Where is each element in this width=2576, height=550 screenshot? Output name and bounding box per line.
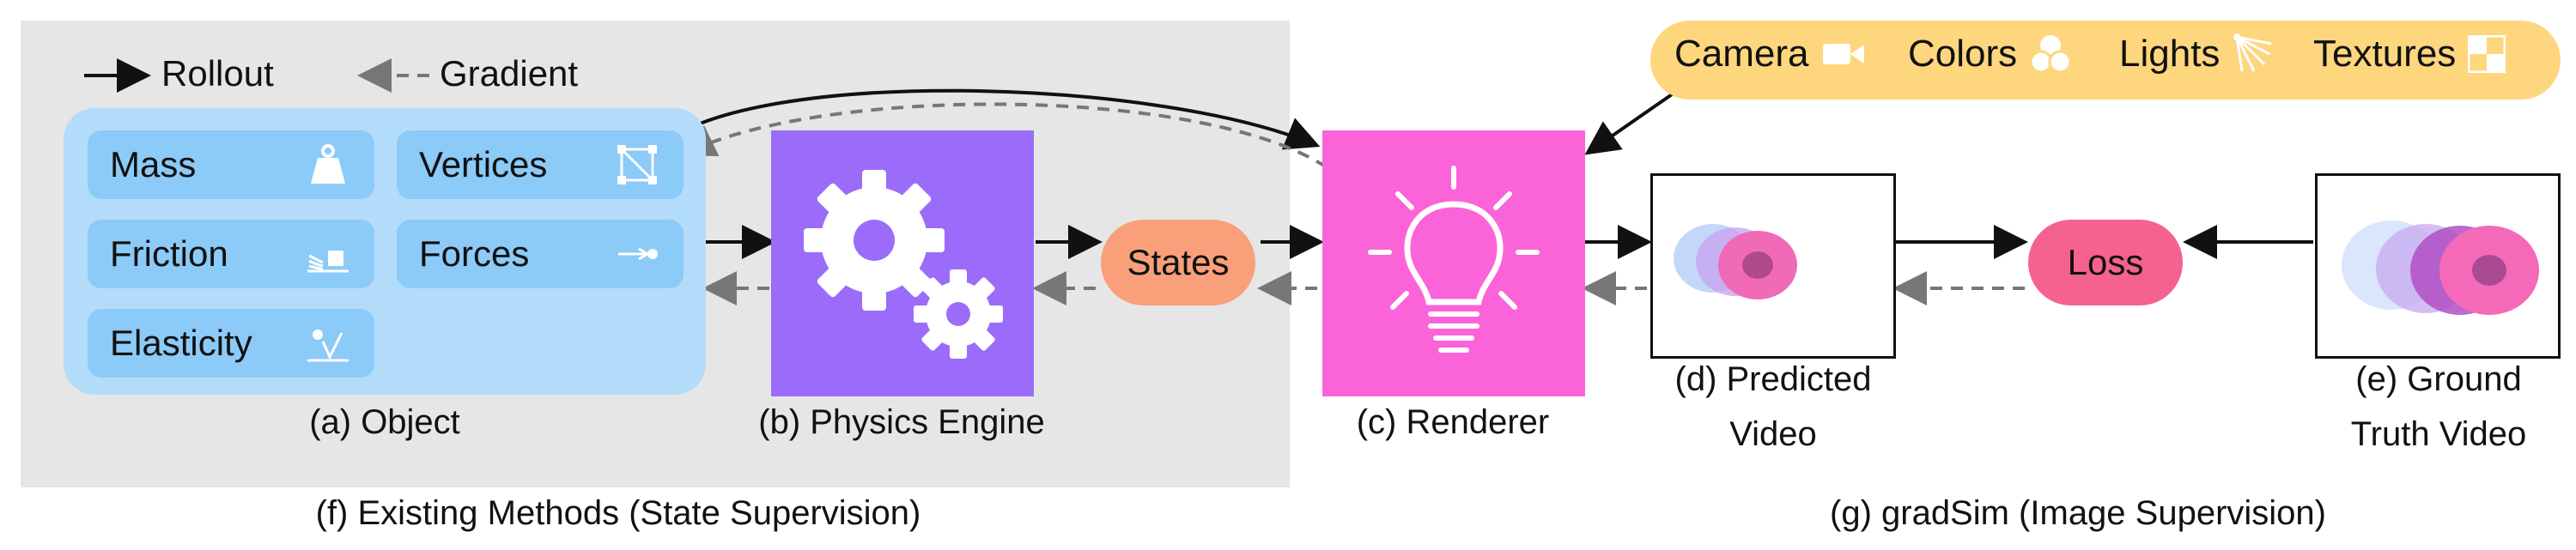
render-param-label: Colors bbox=[1908, 33, 2018, 75]
render-param-label: Textures bbox=[2313, 33, 2457, 75]
property-label: Mass bbox=[110, 144, 197, 184]
render-param-label: Lights bbox=[2119, 33, 2221, 75]
checker-texture-icon bbox=[2468, 35, 2506, 73]
bounce-icon bbox=[307, 329, 349, 362]
force-arrow-icon bbox=[618, 247, 658, 261]
predicted-video-caption-2: Video bbox=[1729, 415, 1817, 453]
loss-pill: Loss bbox=[2028, 220, 2183, 305]
ground-truth-video-frame bbox=[2315, 173, 2561, 359]
friction-icon bbox=[307, 251, 349, 273]
property-mass: Mass bbox=[88, 130, 374, 199]
renderer-caption: (c) Renderer bbox=[1356, 403, 1550, 441]
ground-truth-caption-1: (e) Ground bbox=[2355, 360, 2522, 398]
colors-icon bbox=[2029, 35, 2072, 74]
gradient-curve-renderer-to-vertices bbox=[680, 102, 1328, 169]
existing-methods-caption: (f) Existing Methods (State Supervision) bbox=[315, 494, 921, 532]
render-params-pill bbox=[1650, 21, 2561, 100]
property-vertices: Vertices bbox=[397, 130, 683, 199]
predicted-gear-thumbnail bbox=[1674, 224, 1797, 299]
property-label: Elasticity bbox=[110, 323, 252, 363]
render-param-colors: Colors bbox=[1908, 33, 2072, 76]
legend-gradient-label: Gradient bbox=[440, 53, 579, 94]
render-params-to-renderer bbox=[1584, 91, 1676, 155]
predicted-video-frame bbox=[1650, 173, 1896, 359]
property-friction: Friction bbox=[88, 220, 374, 288]
render-param-camera: Camera bbox=[1674, 33, 1866, 76]
states-label: States bbox=[1127, 242, 1230, 282]
rollout-curve-object-to-renderer bbox=[661, 88, 1321, 150]
predicted-video-caption-1: (d) Predicted bbox=[1674, 360, 1872, 398]
render-param-label: Camera bbox=[1674, 33, 1809, 75]
ground-truth-gear-thumbnail bbox=[2342, 221, 2539, 315]
property-elasticity: Elasticity bbox=[88, 309, 374, 378]
loss-label: Loss bbox=[2067, 242, 2144, 282]
physics-engine-caption: (b) Physics Engine bbox=[758, 403, 1045, 441]
property-label: Friction bbox=[110, 233, 228, 274]
render-param-lights: Lights bbox=[2119, 33, 2276, 76]
gears-icon bbox=[804, 170, 1003, 359]
camera-icon bbox=[1822, 44, 1864, 64]
legend-rollout-label: Rollout bbox=[161, 53, 274, 94]
property-forces: Forces bbox=[397, 220, 683, 288]
physics-engine-box bbox=[771, 130, 1034, 396]
lights-icon bbox=[2233, 33, 2272, 72]
property-label: Vertices bbox=[419, 144, 548, 184]
render-param-textures: Textures bbox=[2313, 33, 2506, 76]
weight-icon bbox=[311, 144, 345, 184]
gradsim-caption: (g) gradSim (Image Supervision) bbox=[1830, 494, 2326, 532]
mesh-vertices-icon bbox=[617, 145, 657, 184]
object-caption: (a) Object bbox=[309, 403, 460, 441]
ground-truth-caption-2: Truth Video bbox=[2350, 415, 2527, 453]
light-bulb-icon bbox=[1368, 166, 1540, 353]
states-pill: States bbox=[1101, 220, 1255, 305]
property-label: Forces bbox=[419, 233, 530, 274]
renderer-box bbox=[1322, 130, 1585, 396]
